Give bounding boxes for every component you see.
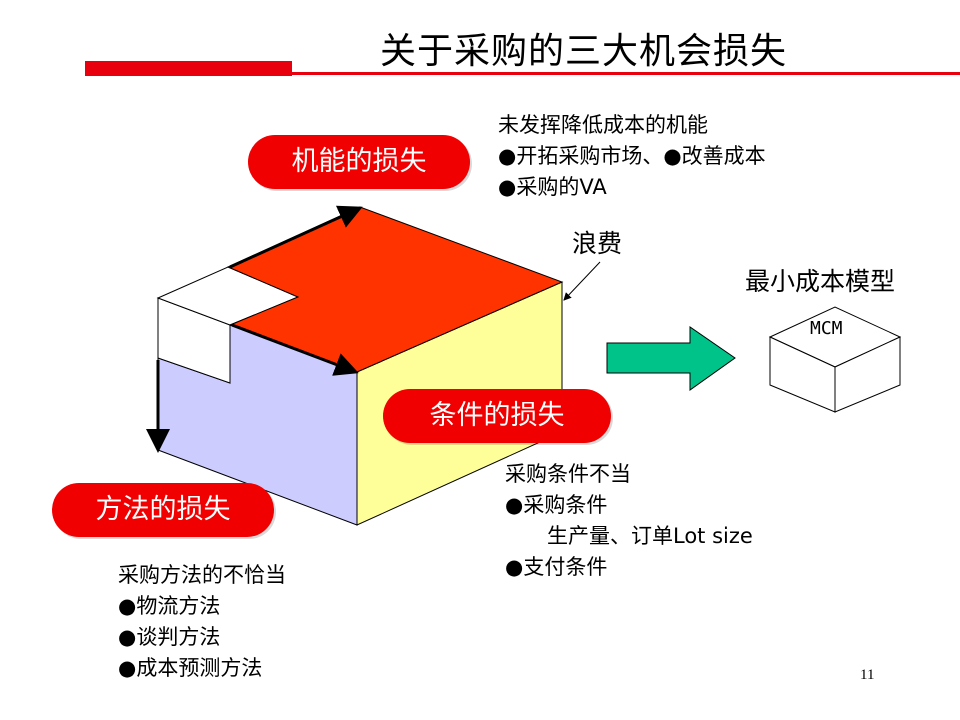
- note-line: ●成本预测方法: [118, 656, 263, 680]
- mcm-box-label: MCM: [810, 318, 843, 339]
- function-notes: 未发挥降低成本的机能 ●开拓采购市场、●改善成本 ●采购的VA: [498, 110, 766, 203]
- note-line: 采购条件不当: [505, 462, 631, 486]
- page-title: 关于采购的三大机会损失: [380, 31, 788, 72]
- note-line: ●采购条件: [505, 493, 608, 517]
- note-line: ●物流方法: [118, 594, 221, 618]
- page-number: 11: [860, 667, 875, 683]
- note-line: ●采购的VA: [498, 175, 607, 199]
- note-line: ●开拓采购市场、●改善成本: [498, 144, 766, 168]
- title-underline-thick: [85, 61, 292, 76]
- note-line: ●谈判方法: [118, 625, 221, 649]
- arrow-top-edge: [229, 205, 363, 269]
- note-line: 未发挥降低成本的机能: [498, 113, 708, 137]
- note-line: 生产量、订单Lot size: [505, 524, 753, 548]
- method-loss-badge: 方法的损失: [52, 483, 274, 537]
- waste-pointer-arrow: [563, 261, 601, 301]
- note-line: ●支付条件: [505, 555, 608, 579]
- mcm-heading: 最小成本模型: [745, 267, 896, 296]
- condition-notes: 采购条件不当 ●采购条件 生产量、订单Lot size ●支付条件: [505, 459, 753, 583]
- method-notes: 采购方法的不恰当 ●物流方法 ●谈判方法 ●成本预测方法: [118, 560, 286, 684]
- function-loss-badge: 机能的损失: [248, 135, 470, 189]
- title-underline-thin: [292, 72, 960, 75]
- condition-loss-badge: 条件的损失: [383, 389, 611, 443]
- green-right-arrow: [606, 326, 736, 391]
- arrow-front-edge: [231, 323, 359, 376]
- note-line: 采购方法的不恰当: [118, 563, 286, 587]
- waste-label: 浪费: [572, 229, 623, 258]
- mcm-box: [768, 306, 902, 413]
